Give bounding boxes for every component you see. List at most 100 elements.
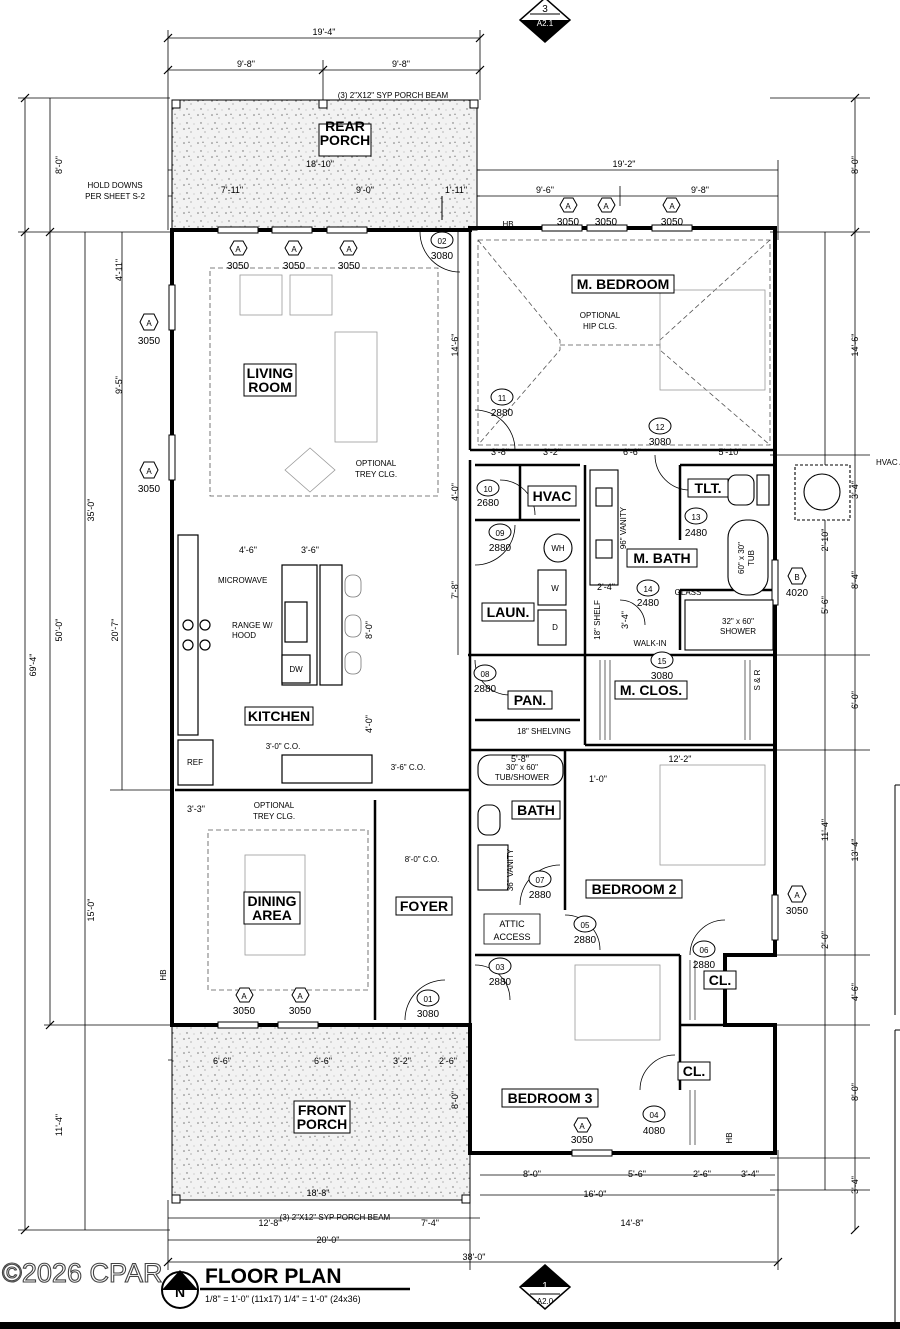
svg-text:15'-0": 15'-0" [86, 899, 96, 922]
note-shower-1: 32" x 60" [722, 617, 754, 626]
svg-text:7'-4": 7'-4" [421, 1218, 439, 1228]
svg-text:38'-0": 38'-0" [463, 1252, 486, 1262]
svg-text:3050: 3050 [289, 1006, 312, 1017]
room-tlt: TLT. [695, 480, 722, 496]
note-tub-master-2: TUB [747, 550, 756, 566]
room-closet-2: CL. [683, 1063, 706, 1079]
svg-text:3080: 3080 [649, 437, 672, 448]
svg-text:2480: 2480 [637, 598, 660, 609]
svg-text:3'-4": 3'-4" [850, 481, 860, 499]
svg-text:3050: 3050 [338, 261, 361, 272]
svg-text:A2.0: A2.0 [537, 1297, 554, 1306]
window-tag: A 3050 [571, 1117, 594, 1146]
note-vanity-96: 96" VANITY [619, 506, 628, 549]
note-co-foyer: 3'-6" C.O. [391, 763, 426, 772]
room-label-line-2: ROOM [248, 379, 292, 395]
svg-text:9'-8": 9'-8" [392, 59, 410, 69]
svg-text:3050: 3050 [138, 484, 161, 495]
title-block: N FLOOR PLAN 1/8" = 1'-0" (11x17) 1/4" =… [161, 1265, 410, 1309]
svg-text:9'-0": 9'-0" [356, 185, 374, 195]
svg-text:3050: 3050 [661, 217, 684, 228]
svg-text:13: 13 [692, 513, 701, 522]
note-co-dining: 8'-0" C.O. [405, 855, 440, 864]
svg-text:8'-0": 8'-0" [523, 1169, 541, 1179]
svg-text:3'-4": 3'-4" [620, 611, 630, 629]
note-hb-left: HB [159, 969, 168, 980]
note-tub-bath-1: 30" x 60" [506, 763, 538, 772]
svg-text:20'-0": 20'-0" [317, 1235, 340, 1245]
svg-text:3'-4": 3'-4" [741, 1169, 759, 1179]
svg-text:9'-8": 9'-8" [237, 59, 255, 69]
svg-text:3'-2": 3'-2" [393, 1056, 411, 1066]
svg-text:7'-11": 7'-11" [221, 185, 243, 195]
svg-text:14'-6": 14'-6" [450, 334, 460, 357]
svg-text:16'-0": 16'-0" [584, 1189, 607, 1199]
svg-text:2880: 2880 [529, 890, 552, 901]
svg-text:3'-4": 3'-4" [850, 1176, 860, 1194]
closet-shelves [599, 660, 751, 1145]
svg-text:6'-0": 6'-0" [850, 691, 860, 709]
svg-text:3080: 3080 [651, 671, 674, 682]
svg-text:3050: 3050 [227, 261, 250, 272]
svg-text:2880: 2880 [489, 977, 512, 988]
note-range-1: RANGE W/ [232, 621, 273, 630]
svg-text:3050: 3050 [571, 1135, 594, 1146]
note-hb-right: HB [725, 1132, 734, 1143]
door-tag: 14 2480 [636, 579, 660, 609]
note-hold-downs-2: PER SHEET S-2 [85, 192, 145, 201]
note-porch-beam-top: (3) 2"X12" SYP PORCH BEAM [338, 91, 449, 100]
door-tag: 03 2880 [488, 957, 512, 988]
svg-text:3050: 3050 [233, 1006, 256, 1017]
room-m-bedroom: M. BEDROOM [577, 276, 670, 292]
svg-text:2'-4": 2'-4" [597, 582, 615, 592]
svg-text:12'-8": 12'-8" [259, 1218, 282, 1228]
svg-text:2'-10": 2'-10" [820, 529, 830, 552]
svg-text:03: 03 [496, 963, 505, 972]
section-marker-top: 3 A2.1 [518, 0, 572, 43]
plan-scale: 1/8" = 1'-0" (11x17) 1/4" = 1'-0" (24x36… [205, 1294, 361, 1304]
svg-text:1: 1 [542, 1281, 548, 1292]
svg-text:5'-6": 5'-6" [820, 596, 830, 614]
svg-text:4'-6": 4'-6" [850, 983, 860, 1001]
note-hvac-attach: HVAC ATTAC [876, 458, 900, 467]
interior-walls [175, 230, 775, 1090]
svg-text:14: 14 [644, 585, 653, 594]
svg-text:3080: 3080 [417, 1009, 440, 1020]
svg-text:3050: 3050 [283, 261, 306, 272]
svg-text:A: A [794, 891, 800, 900]
note-wh: WH [551, 544, 565, 553]
section-marker-bottom: 1 A2.0 [518, 1264, 572, 1310]
svg-text:5'-8": 5'-8" [511, 754, 529, 764]
svg-text:19'-4": 19'-4" [313, 27, 336, 37]
note-washer: W [551, 584, 559, 593]
note-hb-top: HB [502, 220, 513, 229]
svg-text:A2.1: A2.1 [537, 19, 554, 28]
svg-text:A: A [297, 992, 303, 1001]
svg-text:3'-2": 3'-2" [543, 447, 561, 457]
svg-text:2'-0": 2'-0" [820, 931, 830, 949]
svg-text:A: A [579, 1122, 585, 1131]
room-foyer: FOYER [400, 898, 448, 914]
note-optional-trey-2: TREY CLG. [355, 470, 397, 479]
svg-text:3080: 3080 [431, 251, 454, 262]
svg-text:12'-2": 12'-2" [669, 754, 692, 764]
